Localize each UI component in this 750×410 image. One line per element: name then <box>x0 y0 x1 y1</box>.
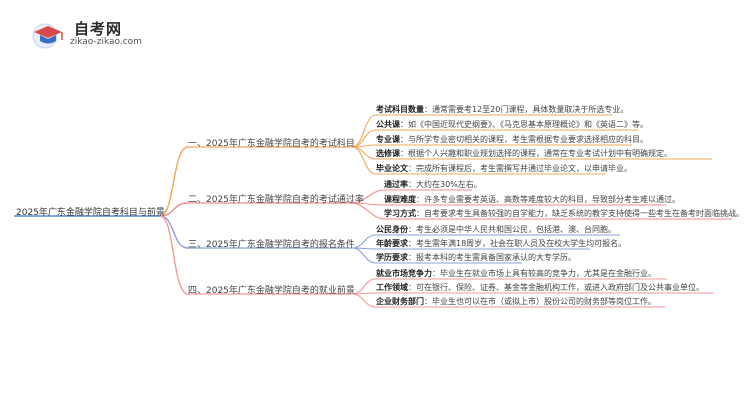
leaf-text: ：完成所有课程后，考生需撰写并通过毕业论文，以申请毕业。 <box>408 164 632 173</box>
leaf-label: 毕业论文 <box>376 164 408 173</box>
leaf-item: 专业课：与所学专业密切相关的课程，考生需根据专业要求选择相应的科目。 <box>376 134 648 145</box>
leaf-label: 年龄要求 <box>376 239 408 248</box>
leaf-label: 公共课 <box>376 120 400 129</box>
leaf-connector <box>351 202 385 220</box>
leaf-connector <box>351 114 377 148</box>
leaf-text: ：可在银行、保险、证券、基金等金融机构工作，或进入政府部门及公共事业单位。 <box>408 283 704 292</box>
leaf-item: 学习方式：自考要求考生具备较强的自学能力，缺乏系统的教学支持使得一些考生在备考时… <box>384 208 744 219</box>
leaf-text: ：大约在30%左右。 <box>408 180 482 189</box>
brand-domain: zikao-zikao.com <box>70 37 142 47</box>
leaf-item: 公民身份：考生必须是中华人民共和国公民，包括港、澳、台同胞。 <box>376 224 616 235</box>
leaf-item: 年龄要求：考生需年满18周岁，社会在职人员及在校大学生均可报名。 <box>376 238 626 249</box>
leaf-connector <box>351 278 377 295</box>
leaf-label: 课程难度 <box>384 195 416 204</box>
leaf-item: 考试科目数量：通常需要考12至20门课程，具体数量取决于所选专业。 <box>376 104 628 115</box>
branch-title: 三、2025年广东金融学院自考的报名条件 <box>188 240 355 250</box>
leaf-label: 工作领域 <box>376 283 408 292</box>
leaf-text: ：考生需年满18周岁，社会在职人员及在校大学生均可报名。 <box>408 239 627 248</box>
leaf-label: 学习方式 <box>384 209 416 218</box>
leaf-label: 专业课 <box>376 135 400 144</box>
leaf-text: ：如《中国近现代史纲要》、《马克思基本原理概论》和《英语二》等。 <box>400 120 648 129</box>
leaf-connector <box>351 234 377 249</box>
leaf-text: ：毕业生在就业市场上具有较高的竞争力，尤其是在金融行业。 <box>432 269 656 278</box>
branch-connector <box>159 146 189 217</box>
root-topic: 2025年广东金融学院自考科目与前景 <box>16 208 165 218</box>
leaf-item: 毕业论文：完成所有课程后，考生需撰写并通过毕业论文，以申请毕业。 <box>376 163 632 174</box>
leaf-label: 企业财务部门 <box>376 297 424 306</box>
branch-title: 一、2025年广东金融学院自考的考试科目 <box>188 139 355 149</box>
leaf-item: 学历要求：报考本科的考生需具备国家承认的大专学历。 <box>376 252 576 263</box>
leaf-text: ：考生必须是中华人民共和国公民，包括港、澳、台同胞。 <box>408 225 616 234</box>
leaf-text: ：毕业生也可以在市（或拟上市）股份公司的财务部等岗位工作。 <box>424 297 656 306</box>
leaf-text: ：根据个人兴趣和职业规划选择的课程，通常在专业考试计划中有明确规定。 <box>400 149 672 158</box>
leaf-label: 公民身份 <box>376 225 408 234</box>
leaf-item: 就业市场竞争力：毕业生在就业市场上具有较高的竞争力，尤其是在金融行业。 <box>376 268 656 279</box>
leaf-label: 选修课 <box>376 149 400 158</box>
leaf-text: ：通常需要考12至20门课程，具体数量取决于所选专业。 <box>424 105 629 114</box>
leaf-label: 就业市场竞争力 <box>376 269 432 278</box>
leaf-connector <box>351 146 377 160</box>
leaf-connector <box>351 247 377 264</box>
branch-connector <box>159 215 189 249</box>
leaf-item: 公共课：如《中国近现代史纲要》、《马克思基本原理概论》和《英语二》等。 <box>376 119 648 130</box>
leaf-connector <box>351 293 377 308</box>
leaf-item: 工作领域：可在银行、保险、证券、基金等金融机构工作，或进入政府部门及公共事业单位… <box>376 282 704 293</box>
leaf-item: 企业财务部门：毕业生也可以在市（或拟上市）股份公司的财务部等岗位工作。 <box>376 296 656 307</box>
branch-title: 二、2025年广东金融学院自考的考试通过率 <box>188 195 364 205</box>
leaf-label: 通过率 <box>384 180 408 189</box>
leaf-text: ：自考要求考生具备较强的自学能力，缺乏系统的教学支持使得一些考生在备考时面临挑战… <box>416 209 744 218</box>
leaf-text: ：许多专业需要考英语、高数等难度较大的科目，导致部分考生难以通过。 <box>416 195 680 204</box>
leaf-text: ：与所学专业密切相关的课程，考生需根据专业要求选择相应的科目。 <box>400 135 648 144</box>
brand-name: 自考网 <box>74 20 123 38</box>
leaf-label: 学历要求 <box>376 253 408 262</box>
leaf-text: ：报考本科的考生需具备国家承认的大专学历。 <box>408 253 576 262</box>
leaf-connector <box>351 146 377 175</box>
leaf-item: 课程难度：许多专业需要考英语、高数等难度较大的科目，导致部分考生难以通过。 <box>384 194 680 205</box>
branch-title: 四、2025年广东金融学院自考的就业前景 <box>188 286 355 296</box>
leaf-item: 选修课：根据个人兴趣和职业规划选择的课程，通常在专业考试计划中有明确规定。 <box>376 148 672 159</box>
branch-connector <box>159 202 189 217</box>
branch-connector <box>159 215 189 295</box>
graduation-cap-icon <box>32 23 63 49</box>
leaf-item: 通过率：大约在30%左右。 <box>384 179 482 190</box>
leaf-label: 考试科目数量 <box>376 105 424 114</box>
